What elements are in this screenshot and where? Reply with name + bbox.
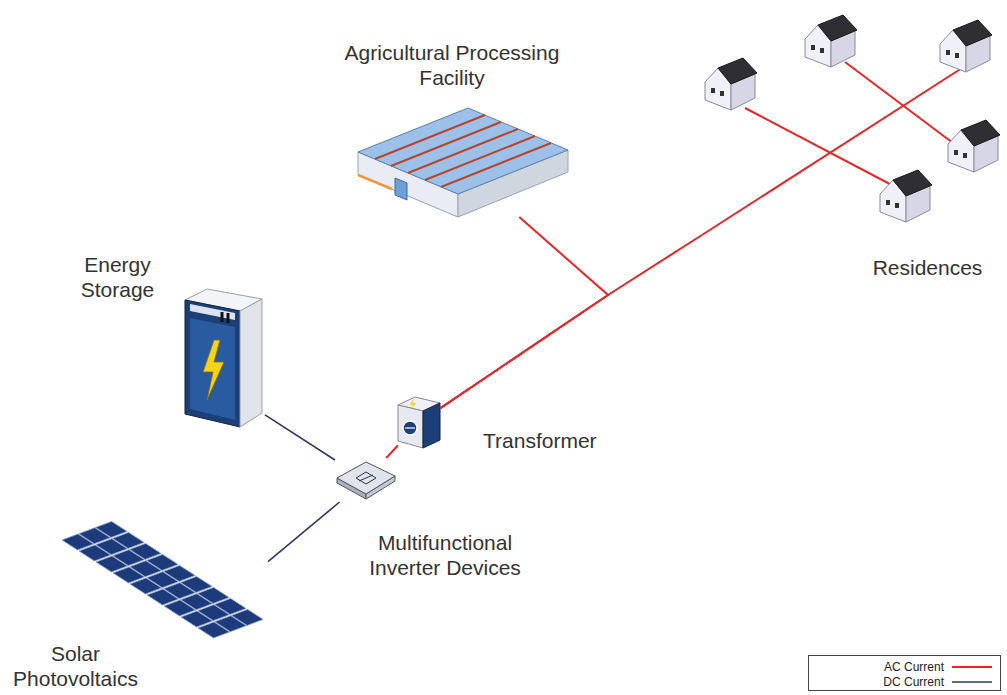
ac-legend-line: [950, 662, 994, 672]
inverter-node: Multifunctional Inverter Devices: [335, 458, 397, 502]
legend-sample: [952, 666, 992, 668]
node-label: Energy Storage: [65, 252, 170, 302]
dc-legend-line: [950, 677, 994, 687]
node-label: Agricultural Processing Facility: [327, 40, 577, 90]
legend-text: DC Current: [883, 675, 944, 689]
facility-node: Agricultural Processing Facility: [355, 105, 570, 217]
battery-cabinet: [185, 289, 262, 427]
node-label: Transformer: [483, 428, 613, 453]
transformer-node: Transformer: [398, 397, 440, 448]
node-label: Residences: [855, 255, 1000, 280]
residences-node: Residences: [695, 5, 1005, 235]
storage-node: Energy Storage: [183, 288, 265, 428]
houses: [702, 15, 1000, 235]
node-label: Multifunctional Inverter Devices: [350, 530, 540, 580]
facility-building: [358, 108, 568, 217]
node-label: Solar Photovoltaics: [3, 641, 148, 691]
legend-row: AC Current: [815, 659, 994, 674]
transformer-symbol: [398, 397, 440, 448]
inverter-symbol: [337, 462, 395, 499]
legend-text: AC Current: [884, 660, 944, 674]
solar-node: Solar Photovoltaics: [60, 515, 268, 643]
dc-wire: [265, 415, 335, 460]
solar-panels: [62, 521, 263, 638]
legend: AC CurrentDC Current: [808, 655, 1001, 691]
legend-row: DC Current: [815, 674, 994, 689]
ac-wire: [440, 235, 702, 408]
dc-wire: [268, 502, 340, 562]
solar-cell: [232, 609, 264, 625]
legend-sample: [952, 681, 992, 683]
ac-wire: [386, 445, 398, 458]
